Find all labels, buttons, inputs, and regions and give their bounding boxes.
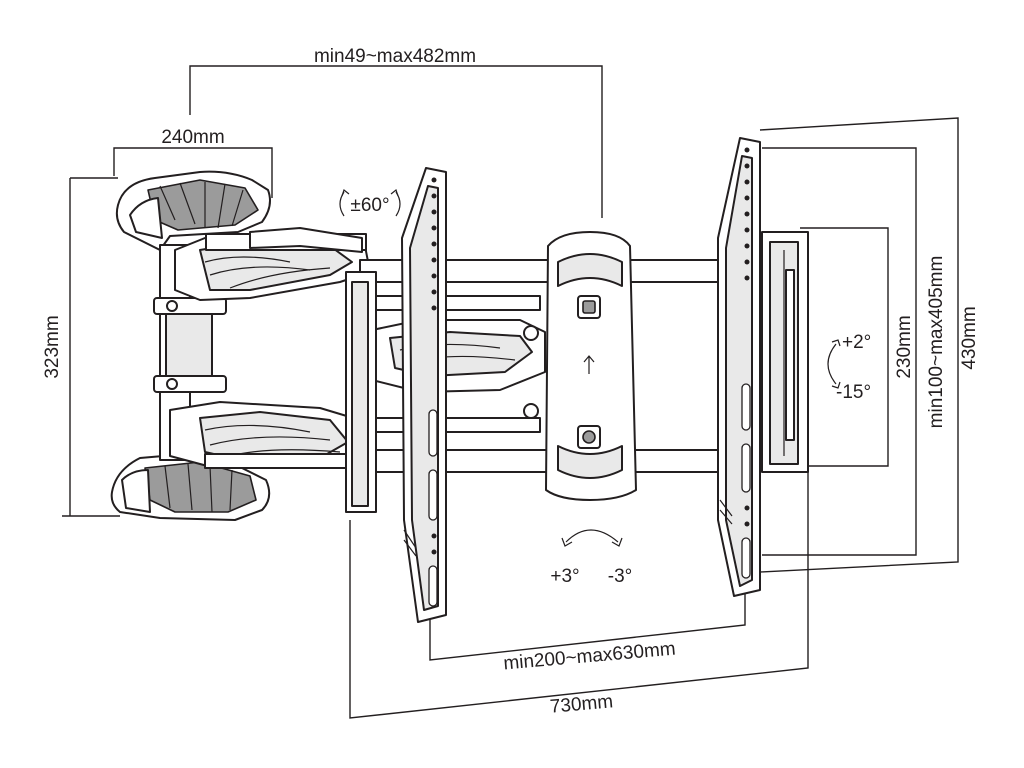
- swivel-label: ±60°: [350, 195, 389, 216]
- tilt-arc-icon: [827, 343, 837, 385]
- vesa-vertical-range-label: min100~max405mm: [926, 256, 947, 429]
- left-vesa-bracket: [401, 167, 447, 623]
- rotate-plus-label: +3°: [550, 566, 579, 587]
- total-width-label: 730mm: [549, 691, 614, 717]
- center-tilt-plate: [523, 231, 637, 501]
- right-tilt-frame: [761, 231, 809, 473]
- arm-extension-label: min49~max482mm: [314, 46, 476, 67]
- rotation-arc-icon: [565, 529, 619, 543]
- vesa-horizontal-range-label: min200~max630mm: [503, 639, 677, 675]
- rotate-minus-label: -3°: [608, 566, 633, 587]
- right-vesa-bracket: [717, 137, 761, 597]
- articulating-arms: [169, 227, 731, 513]
- tilt-up-label: +2°: [842, 332, 871, 353]
- motion-indicators: [339, 188, 841, 547]
- total-height-label: 430mm: [959, 306, 980, 369]
- right-bracket-holes: [741, 147, 751, 579]
- dimension-lines: [62, 65, 959, 719]
- wall-plate-width-label: 240mm: [161, 127, 224, 148]
- left-bracket-holes: [428, 177, 438, 607]
- wall-plate: [110, 170, 271, 521]
- vesa-height-label: 230mm: [894, 315, 915, 378]
- wall-plate-height-label: 323mm: [42, 315, 63, 378]
- tilt-down-label: -15°: [836, 382, 871, 403]
